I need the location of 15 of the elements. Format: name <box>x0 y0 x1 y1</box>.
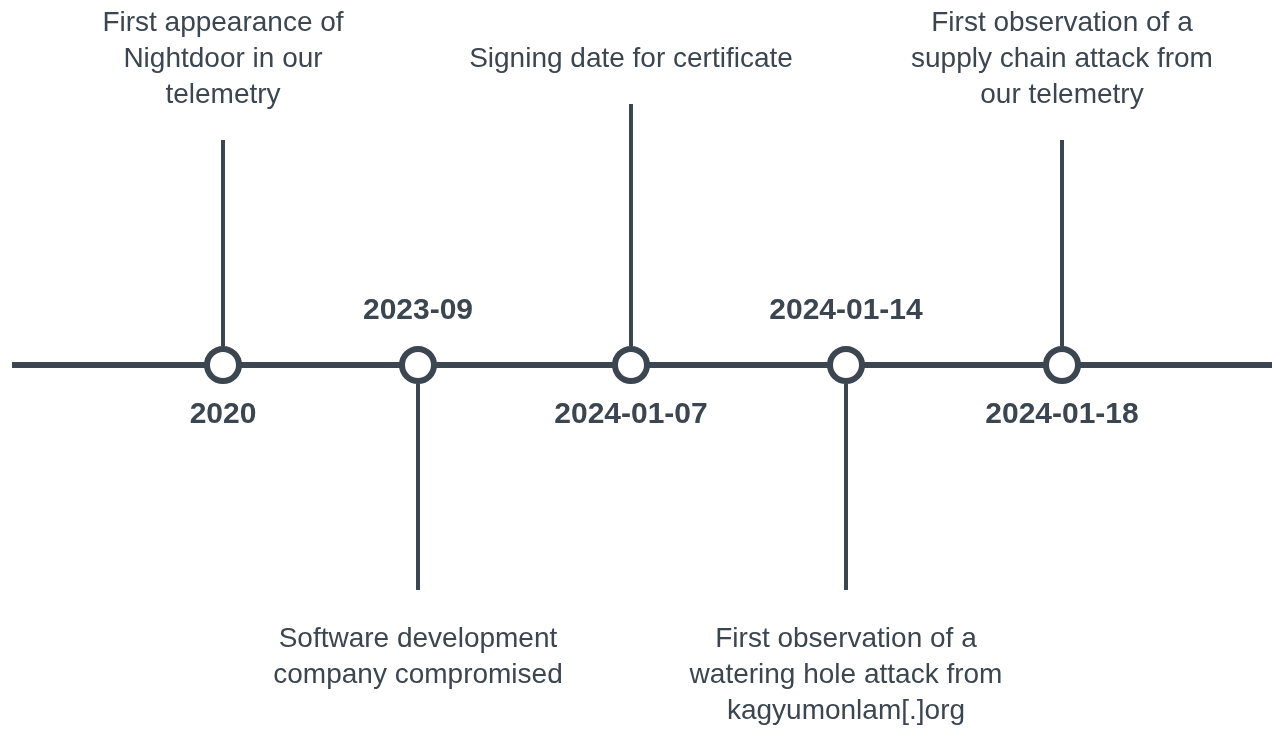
event-description: Signing date for certificate <box>441 40 821 76</box>
date-label: 2024-01-07 <box>554 396 708 430</box>
event-description: First observation of a watering hole attack from kagyumonlam[.]org <box>676 620 1016 728</box>
connector-line <box>629 104 633 346</box>
event-description: Software development company compromised <box>238 620 598 692</box>
date-label: 2024-01-14 <box>769 292 923 326</box>
connector-line <box>416 384 420 590</box>
event-description: First observation of a supply chain attack from our telemetry <box>897 4 1227 112</box>
connector-line <box>844 384 848 590</box>
connector-line <box>1060 140 1064 346</box>
connector-line <box>221 140 225 346</box>
date-label: 2023-09 <box>362 292 474 326</box>
event-description: First appearance of Nightdoor in our telemetry <box>68 4 378 112</box>
date-label: 2024-01-18 <box>985 396 1139 430</box>
date-label: 2020 <box>189 396 257 430</box>
